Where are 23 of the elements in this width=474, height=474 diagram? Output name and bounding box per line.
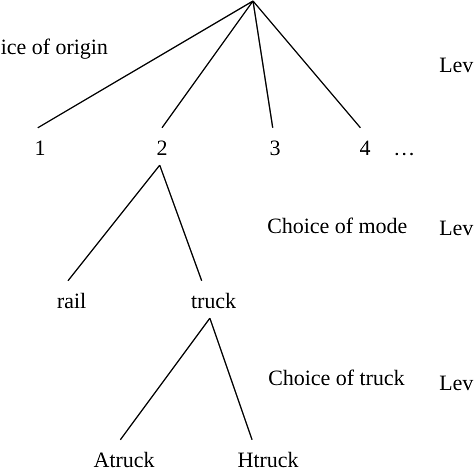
choice-label: Choice of truck [269, 370, 405, 386]
choice-label: ice of origin [1, 38, 108, 59]
node-label: 2 [158, 140, 166, 155]
tree-branch [252, 0, 274, 128]
ellipsis: … [396, 152, 413, 156]
tree-branch [37, 0, 254, 128]
level-label: Lev [440, 58, 474, 72]
tree-branch [67, 164, 160, 282]
tree-branch [120, 318, 210, 440]
tree-branch [161, 0, 254, 128]
choice-label: Choice of mode [268, 218, 406, 234]
tree-branch [252, 0, 361, 128]
tree-branch [209, 318, 253, 440]
node-label: 4 [360, 140, 370, 155]
node-label: Htruck [238, 452, 298, 468]
node-label: 3 [270, 140, 280, 156]
node-label: rail [57, 292, 86, 308]
node-label: truck [191, 292, 236, 308]
node-label: Atruck [94, 452, 154, 468]
tree-branch [159, 164, 202, 282]
level-label: Lev [440, 376, 474, 390]
level-label: Lev [440, 220, 474, 236]
node-label: 1 [36, 140, 44, 155]
